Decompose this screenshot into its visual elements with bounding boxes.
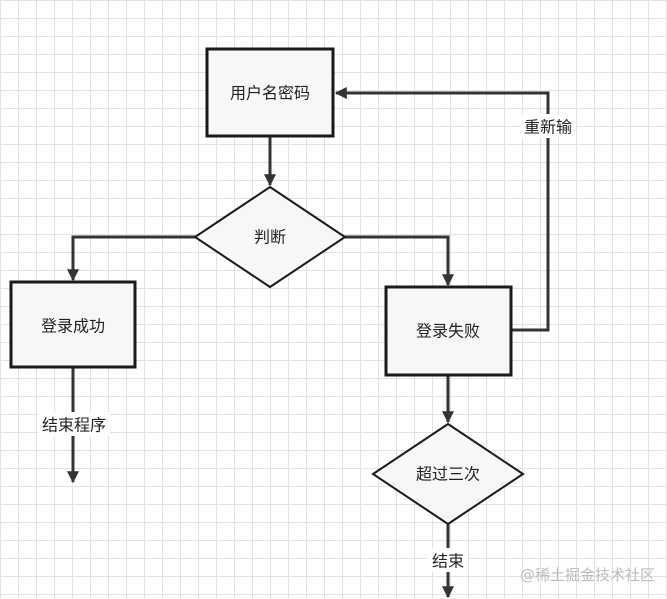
- edge-label-end-text: 结束: [432, 552, 464, 571]
- node-decision-diamond: [193, 185, 347, 289]
- edge-failure-retry-to-username: [334, 87, 550, 332]
- node-login-failure-label: 登录失败: [416, 322, 480, 341]
- edge-label-end-bg: [428, 548, 468, 572]
- node-over-three-times-diamond: [371, 422, 525, 526]
- edge-label-end-program-text: 结束程序: [42, 416, 106, 435]
- edge-label-re-enter-text: 重新输: [524, 118, 572, 137]
- edge-decision-to-success: [67, 235, 195, 282]
- node-username-password-box: [205, 47, 335, 138]
- node-decision: 判断: [193, 185, 347, 289]
- node-login-success-box: [9, 280, 137, 369]
- edge-decision-to-failure: [345, 235, 454, 287]
- edge-label-re-enter: 重新输: [520, 114, 576, 138]
- node-username-password: 用户名密码: [205, 47, 335, 138]
- node-over-three-times-label: 超过三次: [416, 465, 480, 484]
- edge-label-end-program: 结束程序: [38, 412, 110, 436]
- edge-label-re-enter-bg: [520, 114, 576, 138]
- watermark-text: @稀土掘金技术社区: [519, 566, 655, 584]
- node-login-success: 登录成功: [9, 280, 137, 369]
- edge-label-end: 结束: [428, 548, 468, 572]
- edge-label-end-program-bg: [38, 412, 110, 436]
- node-login-failure: 登录失败: [384, 285, 513, 377]
- node-login-success-label: 登录成功: [41, 317, 105, 336]
- node-decision-label: 判断: [254, 228, 286, 247]
- node-username-password-label: 用户名密码: [230, 84, 310, 103]
- node-over-three-times: 超过三次: [371, 422, 525, 526]
- node-login-failure-box: [384, 285, 513, 377]
